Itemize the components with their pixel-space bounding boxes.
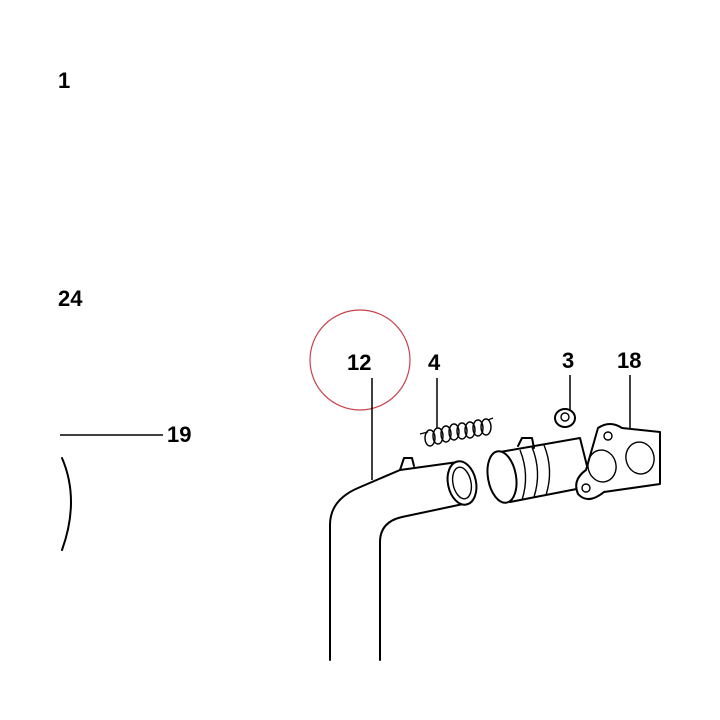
highlight-circle-12	[309, 309, 411, 411]
part-flex-sleeve	[486, 437, 593, 504]
callout-18: 18	[617, 348, 642, 373]
part-19-arc	[61, 457, 72, 551]
part-3-nut	[554, 408, 576, 428]
callout-1: 1	[58, 68, 71, 93]
callout-3: 3	[562, 348, 575, 373]
part-4-spring	[419, 417, 494, 447]
callout-12: 12	[347, 350, 372, 375]
part-18-flange	[575, 423, 661, 500]
part-12-pipe	[329, 457, 478, 661]
callout-19: 19	[167, 422, 192, 447]
callout-24: 24	[58, 286, 83, 311]
callout-4: 4	[428, 350, 441, 375]
